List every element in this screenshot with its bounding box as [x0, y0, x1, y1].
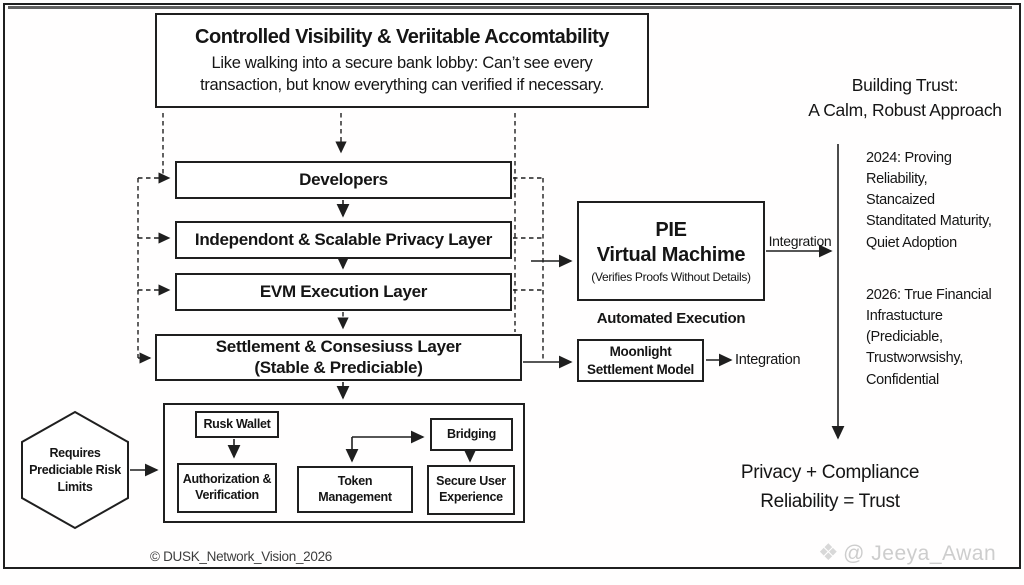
node-bridging: Bridging	[430, 418, 513, 451]
node-moonlight: Moonlight Settlement Model	[577, 339, 704, 382]
watermark-text: @ Jeeya_Awan	[843, 542, 997, 565]
pie-integration-label: Integration	[768, 233, 832, 249]
node-token-management: Token Management	[297, 466, 413, 513]
outer-frame	[3, 3, 1021, 569]
pie-line2: Virtual Machime	[596, 244, 746, 266]
node-privacy-layer: Independont & Scalable Privacy Layer	[175, 221, 512, 259]
node-pie-vm: PIE Virtual Machime (Verifies Proofs Wit…	[577, 201, 765, 301]
watermark: ❖@ Jeeya_Awan	[818, 539, 996, 566]
milestone-2024: 2024: Proving Reliability, Stancaized St…	[866, 150, 992, 251]
top-border-band	[8, 6, 1012, 9]
pie-line1: PIE	[655, 219, 687, 241]
conclusion-text: Privacy + Compliance Reliability = Trust	[740, 462, 920, 513]
automated-execution-caption: Automated Execution	[596, 310, 746, 327]
node-authorization: Authorization & Verification	[177, 463, 277, 513]
node-evm-layer: EVM Execution Layer	[175, 273, 512, 311]
component-group-box	[163, 403, 525, 523]
hexagon-label: Requires Prediciable Risk Limits	[29, 446, 121, 494]
milestone-2026: 2026: True Financial Infrastucture (Pred…	[866, 287, 992, 388]
node-settlement-layer: Settlement & Consesiuss Layer (Stable & …	[155, 334, 522, 381]
copyright-text: © DUSK_Network_Vision_2026	[150, 549, 332, 564]
building-trust-heading: Building Trust: A Calm, Robust Approach	[808, 75, 1002, 121]
node-secure-ux: Secure User Experience	[427, 465, 515, 515]
title-box: Controlled Visibility & Veriitable Accom…	[155, 13, 649, 108]
diagram-subtitle: Like walking into a secure bank lobby: C…	[200, 54, 604, 94]
node-developers: Developers	[175, 161, 512, 199]
node-rusk-wallet: Rusk Wallet	[195, 411, 279, 438]
diamond-icon: ❖	[818, 539, 840, 565]
diagram-title: Controlled Visibility & Veriitable Accom…	[195, 26, 609, 49]
moonlight-integration-label: Integration	[735, 352, 801, 368]
pie-line3: (Verifies Proofs Without Details)	[591, 270, 751, 284]
